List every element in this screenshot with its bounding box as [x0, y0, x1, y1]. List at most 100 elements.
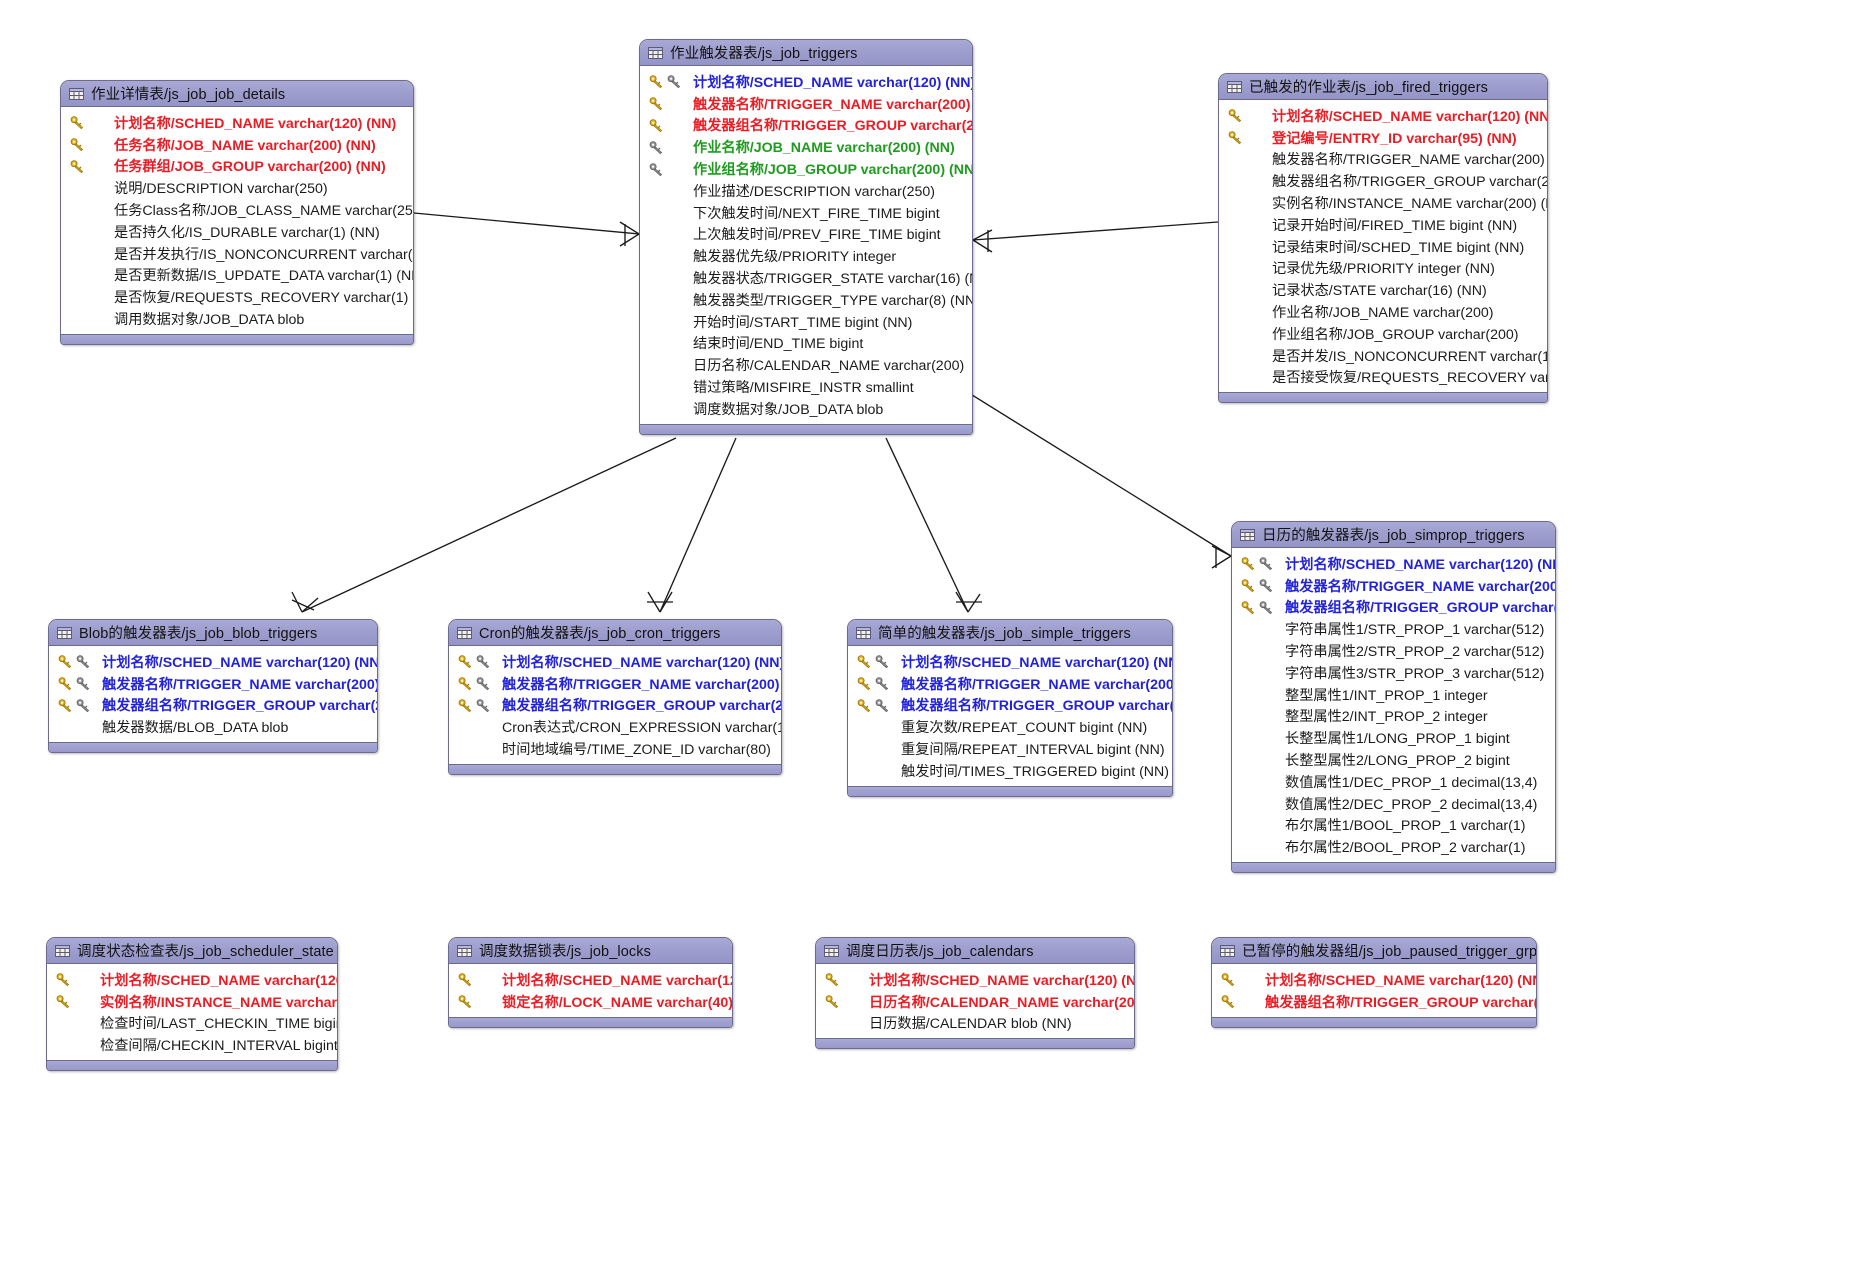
attribute-row[interactable]: 日历数据/CALENDAR blob (NN) [816, 1013, 1134, 1035]
attribute-row[interactable]: 触发器组名称/TRIGGER_GROUP varchar(200) (NN) [640, 115, 972, 137]
attribute-row[interactable]: 检查间隔/CHECKIN_INTERVAL bigint (NN) [47, 1034, 337, 1056]
attribute-row[interactable]: 触发器数据/BLOB_DATA blob [49, 716, 377, 738]
attribute-row[interactable]: 是否持久化/IS_DURABLE varchar(1) (NN) [61, 221, 413, 243]
attribute-row[interactable]: 触发器类型/TRIGGER_TYPE varchar(8) (NN) [640, 289, 972, 311]
attribute-row[interactable]: 计划名称/SCHED_NAME varchar(120) (NN) [640, 71, 972, 93]
attribute-row[interactable]: 计划名称/SCHED_NAME varchar(120) (NN) [47, 969, 337, 991]
attribute-row[interactable]: 计划名称/SCHED_NAME varchar(120) (NN) [1232, 553, 1555, 575]
attribute-row[interactable]: 计划名称/SCHED_NAME varchar(120) (NN) [1212, 969, 1536, 991]
attribute-row[interactable]: 触发器组名称/TRIGGER_GROUP varchar(200) (NN) [49, 695, 377, 717]
attribute-row[interactable]: 字符串属性2/STR_PROP_2 varchar(512) [1232, 640, 1555, 662]
attribute-row[interactable]: 是否更新数据/IS_UPDATE_DATA varchar(1) (NN) [61, 265, 413, 287]
entity-header-paused_trigger_grps[interactable]: 已暂停的触发器组/js_job_paused_trigger_grps [1212, 938, 1536, 964]
attribute-row[interactable]: 布尔属性2/BOOL_PROP_2 varchar(1) [1232, 836, 1555, 858]
attribute-row[interactable]: 计划名称/SCHED_NAME varchar(120) (NN) [1219, 105, 1547, 127]
attribute-row[interactable]: 重复次数/REPEAT_COUNT bigint (NN) [848, 716, 1172, 738]
attribute-row[interactable]: 实例名称/INSTANCE_NAME varchar(200) (NN) [1219, 192, 1547, 214]
entity-header-fired_triggers[interactable]: 已触发的作业表/js_job_fired_triggers [1219, 74, 1547, 100]
entity-header-scheduler_state[interactable]: 调度状态检查表/js_job_scheduler_state [47, 938, 337, 964]
attribute-row[interactable]: 结束时间/END_TIME bigint [640, 333, 972, 355]
entity-header-triggers[interactable]: 作业触发器表/js_job_triggers [640, 40, 972, 66]
attribute-row[interactable]: 计划名称/SCHED_NAME varchar(120) (NN) [848, 651, 1172, 673]
attribute-row[interactable]: 检查时间/LAST_CHECKIN_TIME bigint (NN) [47, 1013, 337, 1035]
entity-header-calendars[interactable]: 调度日历表/js_job_calendars [816, 938, 1134, 964]
attribute-row[interactable]: 作业描述/DESCRIPTION varchar(250) [640, 180, 972, 202]
entity-header-simprop_triggers[interactable]: 日历的触发器表/js_job_simprop_triggers [1232, 522, 1555, 548]
attribute-row[interactable]: 是否并发/IS_NONCONCURRENT varchar(1) [1219, 345, 1547, 367]
attribute-row[interactable]: 重复间隔/REPEAT_INTERVAL bigint (NN) [848, 738, 1172, 760]
attribute-row[interactable]: 记录开始时间/FIRED_TIME bigint (NN) [1219, 214, 1547, 236]
entity-header-blob_triggers[interactable]: Blob的触发器表/js_job_blob_triggers [49, 620, 377, 646]
attribute-row[interactable]: 计划名称/SCHED_NAME varchar(120) (NN) [816, 969, 1134, 991]
attribute-row[interactable]: 字符串属性3/STR_PROP_3 varchar(512) [1232, 662, 1555, 684]
entity-locks[interactable]: 调度数据锁表/js_job_locks 计划名称/SCHED_NAME varc… [448, 937, 733, 1028]
attribute-row[interactable]: 计划名称/SCHED_NAME varchar(120) (NN) [61, 112, 413, 134]
entity-simple_triggers[interactable]: 简单的触发器表/js_job_simple_triggers 计划名称/SCHE… [847, 619, 1173, 797]
attribute-row[interactable]: 计划名称/SCHED_NAME varchar(120) (NN) [449, 969, 732, 991]
attribute-row[interactable]: 作业名称/JOB_NAME varchar(200) [1219, 301, 1547, 323]
attribute-row[interactable]: 长整型属性2/LONG_PROP_2 bigint [1232, 749, 1555, 771]
attribute-row[interactable]: 触发器名称/TRIGGER_NAME varchar(200) (NN) [848, 673, 1172, 695]
entity-header-simple_triggers[interactable]: 简单的触发器表/js_job_simple_triggers [848, 620, 1172, 646]
attribute-row[interactable]: 调度数据对象/JOB_DATA blob [640, 398, 972, 420]
attribute-row[interactable]: 记录优先级/PRIORITY integer (NN) [1219, 258, 1547, 280]
attribute-row[interactable]: 触发器组名称/TRIGGER_GROUP varchar(200) (NN) [848, 695, 1172, 717]
attribute-row[interactable]: 是否接受恢复/REQUESTS_RECOVERY varchar(1) [1219, 367, 1547, 389]
entity-header-cron_triggers[interactable]: Cron的触发器表/js_job_cron_triggers [449, 620, 781, 646]
attribute-row[interactable]: 触发器组名称/TRIGGER_GROUP varchar(200) (NN) [449, 695, 781, 717]
attribute-row[interactable]: 任务群组/JOB_GROUP varchar(200) (NN) [61, 156, 413, 178]
attribute-row[interactable]: 登记编号/ENTRY_ID varchar(95) (NN) [1219, 127, 1547, 149]
attribute-row[interactable]: 作业组名称/JOB_GROUP varchar(200) (NN) [640, 158, 972, 180]
attribute-row[interactable]: 触发器组名称/TRIGGER_GROUP varchar(200) (NN) [1212, 991, 1536, 1013]
attribute-row[interactable]: 触发器名称/TRIGGER_NAME varchar(200) (NN) [449, 673, 781, 695]
entity-header-job_details[interactable]: 作业详情表/js_job_job_details [61, 81, 413, 107]
attribute-row[interactable]: 触发器名称/TRIGGER_NAME varchar(200) (NN) [1219, 149, 1547, 171]
attribute-row[interactable]: 触发器名称/TRIGGER_NAME varchar(200) (NN) [640, 93, 972, 115]
entity-calendars[interactable]: 调度日历表/js_job_calendars 计划名称/SCHED_NAME v… [815, 937, 1135, 1050]
entity-blob_triggers[interactable]: Blob的触发器表/js_job_blob_triggers 计划名称/SCHE… [48, 619, 378, 754]
attribute-row[interactable]: Cron表达式/CRON_EXPRESSION varchar(120) (NN… [449, 716, 781, 738]
attribute-row[interactable]: 实例名称/INSTANCE_NAME varchar(200) (NN) [47, 991, 337, 1013]
attribute-row[interactable]: 触发器组名称/TRIGGER_GROUP varchar(200) (NN) [1232, 597, 1555, 619]
attribute-row[interactable]: 错过策略/MISFIRE_INSTR smallint [640, 376, 972, 398]
attribute-row[interactable]: 是否并发执行/IS_NONCONCURRENT varchar(1) (NN) [61, 243, 413, 265]
attribute-row[interactable]: 任务Class名称/JOB_CLASS_NAME varchar(250) (N… [61, 199, 413, 221]
entity-cron_triggers[interactable]: Cron的触发器表/js_job_cron_triggers 计划名称/SCHE… [448, 619, 782, 775]
attribute-row[interactable]: 日历名称/CALENDAR_NAME varchar(200) (NN) [816, 991, 1134, 1013]
entity-scheduler_state[interactable]: 调度状态检查表/js_job_scheduler_state 计划名称/SCHE… [46, 937, 338, 1072]
attribute-row[interactable]: 整型属性1/INT_PROP_1 integer [1232, 684, 1555, 706]
entity-triggers[interactable]: 作业触发器表/js_job_triggers 计划名称/SCHED_NAME v… [639, 39, 973, 435]
attribute-row[interactable]: 触发器名称/TRIGGER_NAME varchar(200) (NN) [1232, 575, 1555, 597]
attribute-row[interactable]: 调用数据对象/JOB_DATA blob [61, 308, 413, 330]
entity-simprop_triggers[interactable]: 日历的触发器表/js_job_simprop_triggers 计划名称/SCH… [1231, 521, 1556, 874]
entity-fired_triggers[interactable]: 已触发的作业表/js_job_fired_triggers 计划名称/SCHED… [1218, 73, 1548, 404]
attribute-row[interactable]: 说明/DESCRIPTION varchar(250) [61, 177, 413, 199]
attribute-row[interactable]: 数值属性1/DEC_PROP_1 decimal(13,4) [1232, 771, 1555, 793]
attribute-row[interactable]: 时间地域编号/TIME_ZONE_ID varchar(80) [449, 738, 781, 760]
attribute-row[interactable]: 作业名称/JOB_NAME varchar(200) (NN) [640, 136, 972, 158]
attribute-row[interactable]: 是否恢复/REQUESTS_RECOVERY varchar(1) (NN) [61, 286, 413, 308]
attribute-row[interactable]: 字符串属性1/STR_PROP_1 varchar(512) [1232, 618, 1555, 640]
attribute-row[interactable]: 触发时间/TIMES_TRIGGERED bigint (NN) [848, 760, 1172, 782]
attribute-row[interactable]: 记录结束时间/SCHED_TIME bigint (NN) [1219, 236, 1547, 258]
entity-paused_trigger_grps[interactable]: 已暂停的触发器组/js_job_paused_trigger_grps 计划名称… [1211, 937, 1537, 1028]
attribute-row[interactable]: 作业组名称/JOB_GROUP varchar(200) [1219, 323, 1547, 345]
attribute-row[interactable]: 布尔属性1/BOOL_PROP_1 varchar(1) [1232, 815, 1555, 837]
attribute-row[interactable]: 数值属性2/DEC_PROP_2 decimal(13,4) [1232, 793, 1555, 815]
attribute-row[interactable]: 锁定名称/LOCK_NAME varchar(40) (NN) [449, 991, 732, 1013]
attribute-row[interactable]: 长整型属性1/LONG_PROP_1 bigint [1232, 727, 1555, 749]
attribute-row[interactable]: 记录状态/STATE varchar(16) (NN) [1219, 279, 1547, 301]
attribute-row[interactable]: 整型属性2/INT_PROP_2 integer [1232, 706, 1555, 728]
attribute-row[interactable]: 下次触发时间/NEXT_FIRE_TIME bigint [640, 202, 972, 224]
entity-header-locks[interactable]: 调度数据锁表/js_job_locks [449, 938, 732, 964]
attribute-row[interactable]: 上次触发时间/PREV_FIRE_TIME bigint [640, 224, 972, 246]
attribute-row[interactable]: 计划名称/SCHED_NAME varchar(120) (NN) [449, 651, 781, 673]
attribute-row[interactable]: 开始时间/START_TIME bigint (NN) [640, 311, 972, 333]
attribute-row[interactable]: 计划名称/SCHED_NAME varchar(120) (NN) [49, 651, 377, 673]
entity-job_details[interactable]: 作业详情表/js_job_job_details 计划名称/SCHED_NAME… [60, 80, 414, 345]
attribute-row[interactable]: 触发器名称/TRIGGER_NAME varchar(200) (NN) [49, 673, 377, 695]
attribute-row[interactable]: 日历名称/CALENDAR_NAME varchar(200) [640, 354, 972, 376]
attribute-row[interactable]: 触发器状态/TRIGGER_STATE varchar(16) (NN) [640, 267, 972, 289]
attribute-row[interactable]: 触发器优先级/PRIORITY integer [640, 245, 972, 267]
attribute-row[interactable]: 任务名称/JOB_NAME varchar(200) (NN) [61, 134, 413, 156]
